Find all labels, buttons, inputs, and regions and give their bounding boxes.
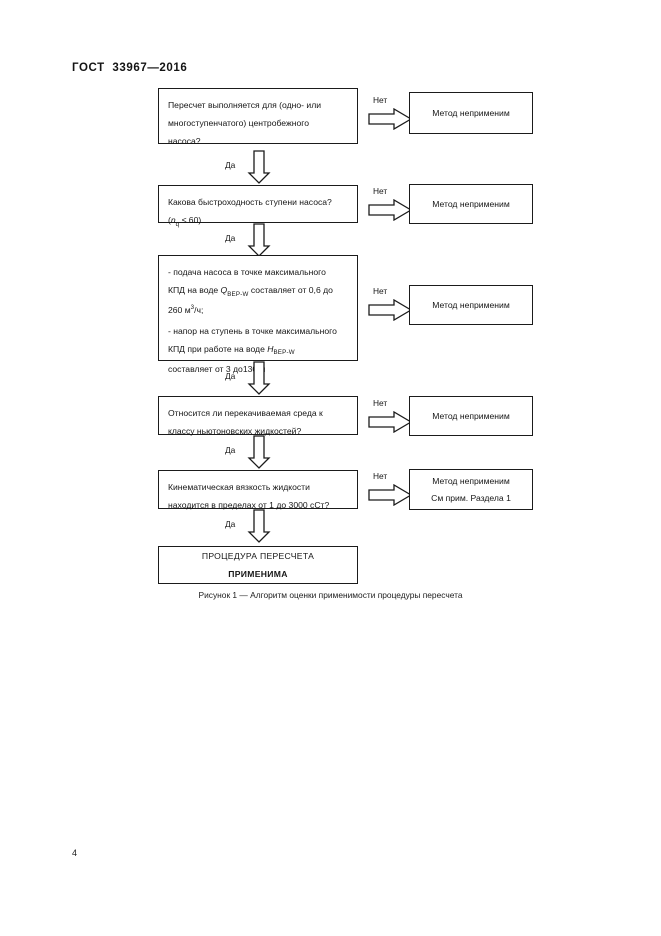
flowchart: Пересчет выполняется для (одно- или мног… [158,88,533,584]
decision-4-line-2: классу ньютоновских жидкостей? [168,426,302,437]
q-value-suffix: /ч; [194,305,204,316]
formula-open-paren: ( [168,215,171,226]
outcome-2-line-1: Метод неприменим [432,198,510,209]
outcome-5-line-2: См прим. Раздела 1 [431,492,511,503]
q-line-prefix: КПД на воде [168,285,221,296]
q-value-exponent: 3 [190,304,195,312]
decision-1-line-2: многоступенчатого) центробежного [168,118,309,129]
formula-condition: ≤ 60) [179,215,202,226]
outcome-1-line-1: Метод неприменим [432,107,510,118]
q-value-prefix: 260 м [168,305,191,316]
decision-3-q-line: КПД на воде QBEP-W составляет от 0,6 до [168,281,348,301]
final-line-2: ПРИМЕНИМА [228,569,288,579]
decision-box-flow-head-range: - подача насоса в точке максимального КП… [158,255,358,374]
decision-2-formula: (nq ≤ 60) [168,211,348,231]
outcome-box-2: Метод неприменим [409,184,533,224]
figure-caption: Рисунок 1 — Алгоритм оценки применимости… [198,590,463,600]
h-line-prefix: КПД при работе на воде [168,343,268,354]
formula-variable-nq: n [170,215,176,226]
decision-5-line-2: находится в пределах от 1 до 3000 сСт? [168,500,330,511]
final-line-1: ПРОЦЕДУРА ПЕРЕСЧЕТА [201,551,315,561]
arrow-yes-2 [247,223,271,257]
decision-2-line-1: Какова быстроходность ступени насоса? [168,197,332,207]
outcome-5-line-1: Метод неприменим [432,475,510,486]
decision-3-h-value-line: составляет от 3 до130 м [168,364,266,375]
decision-box-specific-speed: Какова быстроходность ступени насоса? (n… [158,185,358,228]
edge-label-no-2: Нет [373,186,388,196]
edge-label-yes-1: Да [225,160,236,170]
decision-4-line-1: Относится ли перекачиваемая среда к [168,408,323,418]
arrow-no-5 [368,484,412,506]
formula-subscript-q: q [175,220,180,228]
arrow-no-3 [368,299,412,321]
edge-label-no-1: Нет [373,95,388,105]
q-subscript: BEP-W [227,290,249,298]
decision-5-line-1: Кинематическая вязкость жидкости [168,482,310,492]
document-standard-header: ГОСТ 33967—2016 [72,62,188,74]
decision-box-newtonian: Относится ли перекачиваемая среда к клас… [158,396,358,436]
decision-3-h-line: КПД при работе на воде HBEP-W [168,340,348,360]
decision-3-line-4: - напор на ступень в точке максимального [168,325,337,336]
outcome-box-4: Метод неприменим [409,396,533,436]
outcome-box-5: Метод неприменим См прим. Раздела 1 [409,469,533,510]
outcome-box-3: Метод неприменим [409,285,533,325]
page-number: 4 [72,848,78,858]
decision-1-line-1: Пересчет выполняется для (одно- или [168,100,322,110]
arrow-yes-4 [247,435,271,469]
outcome-box-1: Метод неприменим [409,92,533,134]
decision-box-viscosity: Кинематическая вязкость жидкости находит… [158,470,358,510]
final-result-box: ПРОЦЕДУРА ПЕРЕСЧЕТА ПРИМЕНИМА [158,546,358,584]
edge-label-yes-3: Да [225,371,236,381]
decision-box-pump-type: Пересчет выполняется для (одно- или мног… [158,88,358,146]
arrow-yes-3 [247,361,271,395]
h-subscript: BEP-W [273,349,295,357]
outcome-3-line-1: Метод неприменим [432,299,510,310]
arrow-yes-5 [247,509,271,543]
arrow-no-2 [368,199,412,221]
arrow-no-4 [368,411,412,433]
arrow-yes-1 [247,150,271,184]
edge-label-yes-5: Да [225,519,236,529]
edge-label-yes-2: Да [225,233,236,243]
edge-label-no-5: Нет [373,471,388,481]
decision-1-line-3: насоса? [168,136,201,147]
edge-label-no-3: Нет [373,286,388,296]
edge-label-no-4: Нет [373,398,388,408]
decision-3-line-1: - подача насоса в точке максимального [168,267,326,277]
arrow-no-1 [368,108,412,130]
q-line-suffix: составляет от 0,6 до [248,285,333,296]
edge-label-yes-4: Да [225,445,236,455]
outcome-4-line-1: Метод неприменим [432,410,510,421]
h-variable: H [267,343,274,354]
decision-3-q-value-line: 260 м3/ч; [168,301,348,321]
q-variable: Q [220,285,228,296]
